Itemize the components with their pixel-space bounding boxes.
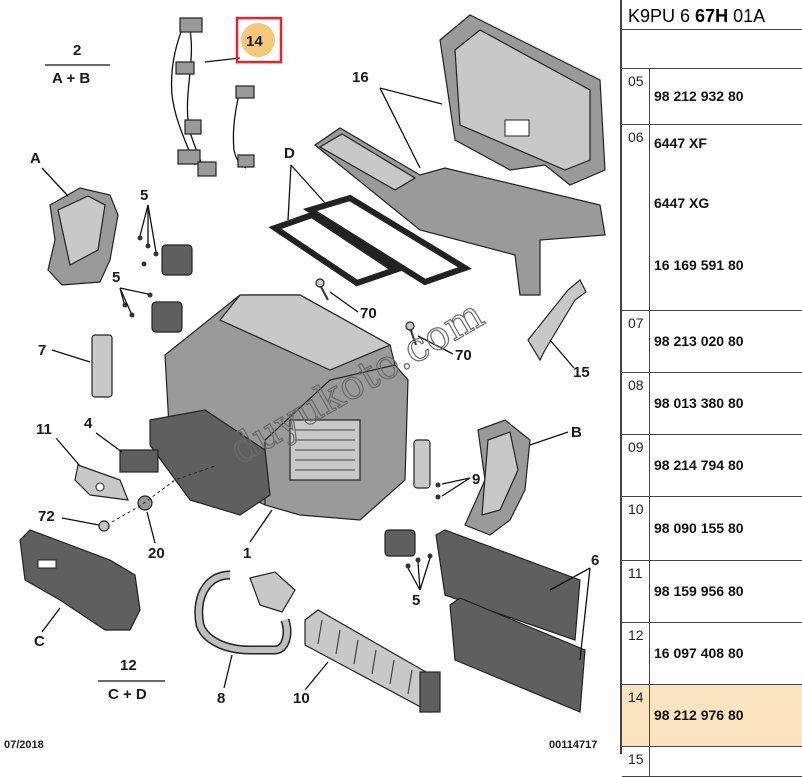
exploded-parts-diagram: 2 A + B 14 A 5 5 <box>4 14 606 751</box>
group-label-2: 2 A + B <box>45 42 110 87</box>
part-16-air-duct-shroud[interactable]: 16 <box>313 14 606 296</box>
part-number[interactable]: 98 213 020 80 <box>654 333 744 349</box>
part-72-screw[interactable]: 72 <box>38 508 110 532</box>
label-20: 20 <box>148 545 165 562</box>
part-B-air-duct[interactable]: B <box>464 419 582 536</box>
row-index: 10 <box>622 497 650 560</box>
drawing-reference: 00114717 <box>549 739 597 751</box>
label-4: 4 <box>84 415 93 432</box>
header-code-suffix: 01A <box>728 6 766 26</box>
label-7: 7 <box>38 342 46 359</box>
label-12: 12 <box>120 657 137 674</box>
label-15: 15 <box>573 364 590 381</box>
label-14: 14 <box>246 33 263 50</box>
part-4-connector[interactable]: 4 <box>84 415 159 473</box>
row-index: 07 <box>622 311 650 372</box>
label-8: 8 <box>217 690 225 707</box>
part-number[interactable]: 98 090 155 80 <box>654 520 744 536</box>
part-number[interactable]: 16 097 408 80 <box>654 645 744 661</box>
row-index: 11 <box>622 561 650 622</box>
part-70-screws[interactable] <box>315 278 417 346</box>
part-5-actuator-upper[interactable] <box>122 235 193 333</box>
table-header: K9PU 6 67H 01A <box>622 0 802 30</box>
group-label-12: 12 C + D <box>98 657 165 703</box>
row-index: 09 <box>622 435 650 496</box>
part-6-cabin-filters[interactable]: 6 <box>435 529 599 713</box>
label-11: 11 <box>36 421 52 438</box>
part-number[interactable]: 98 212 976 80 <box>654 707 744 723</box>
label-70-b: 70 <box>455 347 472 364</box>
label-5-a: 5 <box>140 187 148 204</box>
date-label: 07/2018 <box>4 739 44 751</box>
label-14-callout[interactable]: 14 <box>235 16 283 64</box>
label-72: 72 <box>38 508 55 525</box>
row-index: 05 <box>622 69 650 124</box>
part-20-bushing[interactable]: 20 <box>137 495 165 562</box>
label-B: B <box>571 424 582 441</box>
label-6: 6 <box>591 552 599 569</box>
header-code-bold: 67H <box>695 6 729 26</box>
part-15-bracket[interactable]: 15 <box>527 279 590 381</box>
part-number[interactable]: 16 169 591 80 <box>654 257 744 273</box>
part-number[interactable]: 98 159 956 80 <box>654 583 744 599</box>
part-D-filter-frames[interactable]: D <box>268 145 472 287</box>
row-index: 15 <box>622 747 650 776</box>
label-2: 2 <box>73 42 81 59</box>
table-blank-row <box>622 30 802 69</box>
label-1: 1 <box>243 545 251 562</box>
label-12-sub: C + D <box>108 686 147 703</box>
label-5-b: 5 <box>112 269 120 286</box>
part-11-cover-plate[interactable]: 11 <box>36 421 129 501</box>
part-number[interactable]: 98 013 380 80 <box>654 395 744 411</box>
part-number[interactable]: 6447 XG <box>654 195 710 211</box>
part-1-hvac-housing[interactable]: 1 <box>149 294 409 562</box>
row-index: 14 <box>622 685 650 746</box>
row-index: 06 <box>622 125 650 310</box>
part-7-sensor[interactable]: 7 <box>38 334 113 398</box>
part-5-actuator-lower[interactable] <box>384 529 433 569</box>
label-D: D <box>284 145 295 162</box>
label-16: 16 <box>352 69 369 86</box>
label-70-a: 70 <box>360 305 377 322</box>
part-number[interactable]: 98 214 794 80 <box>654 457 744 473</box>
part-10-heater-core[interactable]: 10 <box>293 609 441 713</box>
header-code-prefix: K9PU 6 <box>628 6 696 26</box>
label-2-sub: A + B <box>52 70 90 87</box>
label-C: C <box>34 633 45 650</box>
part-C-side-panel[interactable]: C <box>19 529 141 650</box>
label-10: 10 <box>293 690 310 707</box>
part-A-air-duct[interactable]: A <box>30 150 119 286</box>
part-9-actuator-link[interactable]: 9 <box>413 439 480 500</box>
label-9: 9 <box>472 471 480 488</box>
label-5-c: 5 <box>412 592 420 609</box>
label-A: A <box>30 150 41 167</box>
row-index: 12 <box>622 623 650 684</box>
row-index: 08 <box>622 373 650 434</box>
part-number[interactable]: 6447 XF <box>654 135 707 151</box>
part-14-wiring-harness[interactable] <box>170 17 255 177</box>
part-number[interactable]: 98 212 932 80 <box>654 88 744 104</box>
part-8-drain-hose[interactable]: 8 <box>194 570 296 707</box>
table-row[interactable]: 15 <box>622 747 802 777</box>
